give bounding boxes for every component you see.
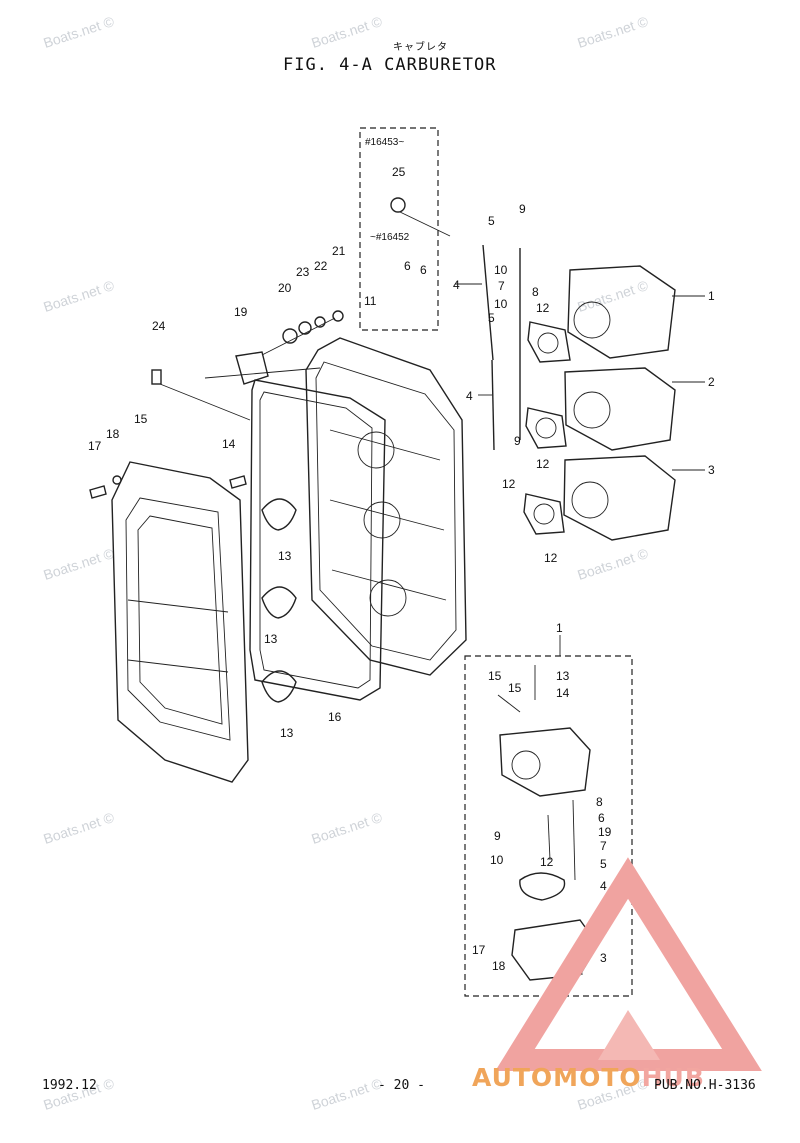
callout-12: 12 bbox=[540, 855, 554, 869]
callout-numbers: 1 2 3 4 4 5 5 6 6 7 8 9 9 10 10 11 12 12… bbox=[88, 165, 715, 973]
callout-12: 12 bbox=[536, 457, 550, 471]
callout-18: 18 bbox=[106, 427, 120, 441]
callout-5: 5 bbox=[488, 214, 495, 228]
callout-5: 5 bbox=[600, 857, 607, 871]
callout-10: 10 bbox=[490, 853, 504, 867]
callout-8: 8 bbox=[532, 285, 539, 299]
callout-20: 20 bbox=[278, 281, 292, 295]
callout-11: 11 bbox=[364, 294, 377, 308]
callout-21: 21 bbox=[332, 244, 346, 258]
carburetor-stack bbox=[563, 265, 705, 541]
callout-6: 6 bbox=[420, 263, 427, 277]
callout-23: 23 bbox=[296, 265, 310, 279]
callout-13: 13 bbox=[264, 632, 278, 646]
callout-9: 9 bbox=[494, 829, 501, 843]
callout-2: 2 bbox=[708, 375, 715, 389]
callout-9: 9 bbox=[519, 202, 526, 216]
footer-publication-number: PUB.NO.H-3136 bbox=[654, 1078, 756, 1093]
callout-9: 9 bbox=[514, 434, 521, 448]
callout-15: 15 bbox=[134, 412, 148, 426]
serial-range-box: #16453~ ~#16452 bbox=[359, 127, 439, 331]
callout-4: 4 bbox=[453, 278, 460, 292]
callout-13: 13 bbox=[280, 726, 294, 740]
callout-13: 13 bbox=[556, 669, 570, 683]
brand-word-automoto: AUTOMOTO bbox=[472, 1063, 642, 1092]
footer-page-number: - 20 - bbox=[378, 1078, 425, 1093]
callout-14: 14 bbox=[222, 437, 236, 451]
callout-15: 15 bbox=[488, 669, 502, 683]
brand-word-hub: HUB bbox=[641, 1063, 705, 1092]
callout-24: 24 bbox=[152, 319, 166, 333]
callout-5: 5 bbox=[488, 311, 495, 325]
callout-13: 13 bbox=[278, 549, 292, 563]
callout-10: 10 bbox=[494, 263, 508, 277]
brand-logo-mark bbox=[495, 857, 762, 1071]
callout-10: 10 bbox=[494, 297, 508, 311]
callout-25: 25 bbox=[392, 165, 406, 179]
callout-6: 6 bbox=[404, 259, 411, 273]
callout-3: 3 bbox=[708, 463, 715, 477]
title-japanese: キャブレタ bbox=[393, 42, 448, 53]
callout-17: 17 bbox=[88, 439, 102, 453]
callout-6: 6 bbox=[598, 811, 605, 825]
small-fasteners bbox=[151, 197, 451, 385]
page-title: FIG. 4-A CARBURETOR bbox=[283, 55, 497, 75]
callout-12: 12 bbox=[502, 477, 516, 491]
callout-15: 15 bbox=[508, 681, 522, 695]
serial-from-label: #16453~ bbox=[365, 137, 404, 148]
callout-3: 3 bbox=[600, 951, 607, 965]
callout-4: 4 bbox=[600, 879, 607, 893]
carburetor-gaskets bbox=[523, 321, 571, 535]
brand-wordmark: AUTOMOTOHUB bbox=[472, 1063, 705, 1092]
callout-19: 19 bbox=[598, 825, 612, 839]
callout-12: 12 bbox=[536, 301, 550, 315]
callout-12: 12 bbox=[544, 551, 558, 565]
callout-8: 8 bbox=[596, 795, 603, 809]
linkage-rods bbox=[455, 244, 521, 451]
callout-19: 19 bbox=[234, 305, 248, 319]
serial-to-label: ~#16452 bbox=[370, 232, 410, 243]
callout-7: 7 bbox=[498, 279, 505, 293]
callout-1: 1 bbox=[556, 621, 563, 635]
callout-22: 22 bbox=[314, 259, 328, 273]
screws bbox=[89, 367, 321, 499]
callout-18: 18 bbox=[492, 959, 506, 973]
silencer-clamps bbox=[261, 498, 297, 703]
silencer-gasket bbox=[249, 379, 386, 701]
silencer-body bbox=[305, 337, 467, 676]
carburetor-detail-box bbox=[464, 635, 633, 997]
callout-1: 1 bbox=[708, 289, 715, 303]
callout-4: 4 bbox=[466, 389, 473, 403]
callout-17: 17 bbox=[472, 943, 486, 957]
callout-16: 16 bbox=[328, 710, 342, 724]
footer-date: 1992.12 bbox=[42, 1078, 97, 1093]
callout-14: 14 bbox=[556, 686, 570, 700]
callout-7: 7 bbox=[600, 839, 607, 853]
silencer-cover bbox=[111, 461, 249, 783]
